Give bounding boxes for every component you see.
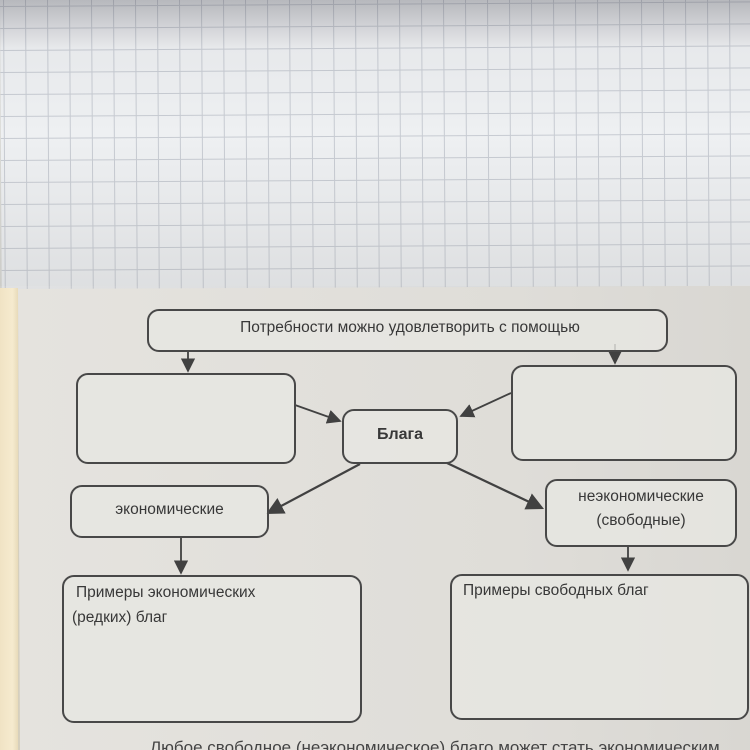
top-prompt-text: Потребности можно удовлетворить с помощь… (240, 319, 580, 336)
center-goods-box (342, 409, 458, 464)
book-edge (0, 288, 18, 750)
free-examples-title: Примеры свободных благ (463, 582, 649, 599)
economic-box (70, 485, 269, 538)
noneconomic-line-1: неэкономические (578, 488, 704, 505)
empty-answer-box-left[interactable] (76, 373, 296, 464)
grid-notebook-paper (0, 0, 750, 300)
partially-visible-caption: Любое свободное (неэкономическое) благо … (150, 739, 720, 750)
noneconomic-box (545, 479, 737, 547)
economic-examples-line-2: (редких) благ (72, 609, 168, 626)
center-goods-text: Блага (376, 426, 424, 443)
free-examples-box[interactable] (450, 574, 749, 720)
empty-answer-box-right[interactable] (511, 365, 737, 461)
economic-examples-line-1: Примеры экономических (76, 584, 256, 601)
noneconomic-line-2: (свободные) (596, 512, 686, 529)
top-prompt-box (147, 309, 668, 352)
economic-examples-box[interactable] (62, 575, 362, 723)
economic-text: экономические (115, 501, 224, 518)
